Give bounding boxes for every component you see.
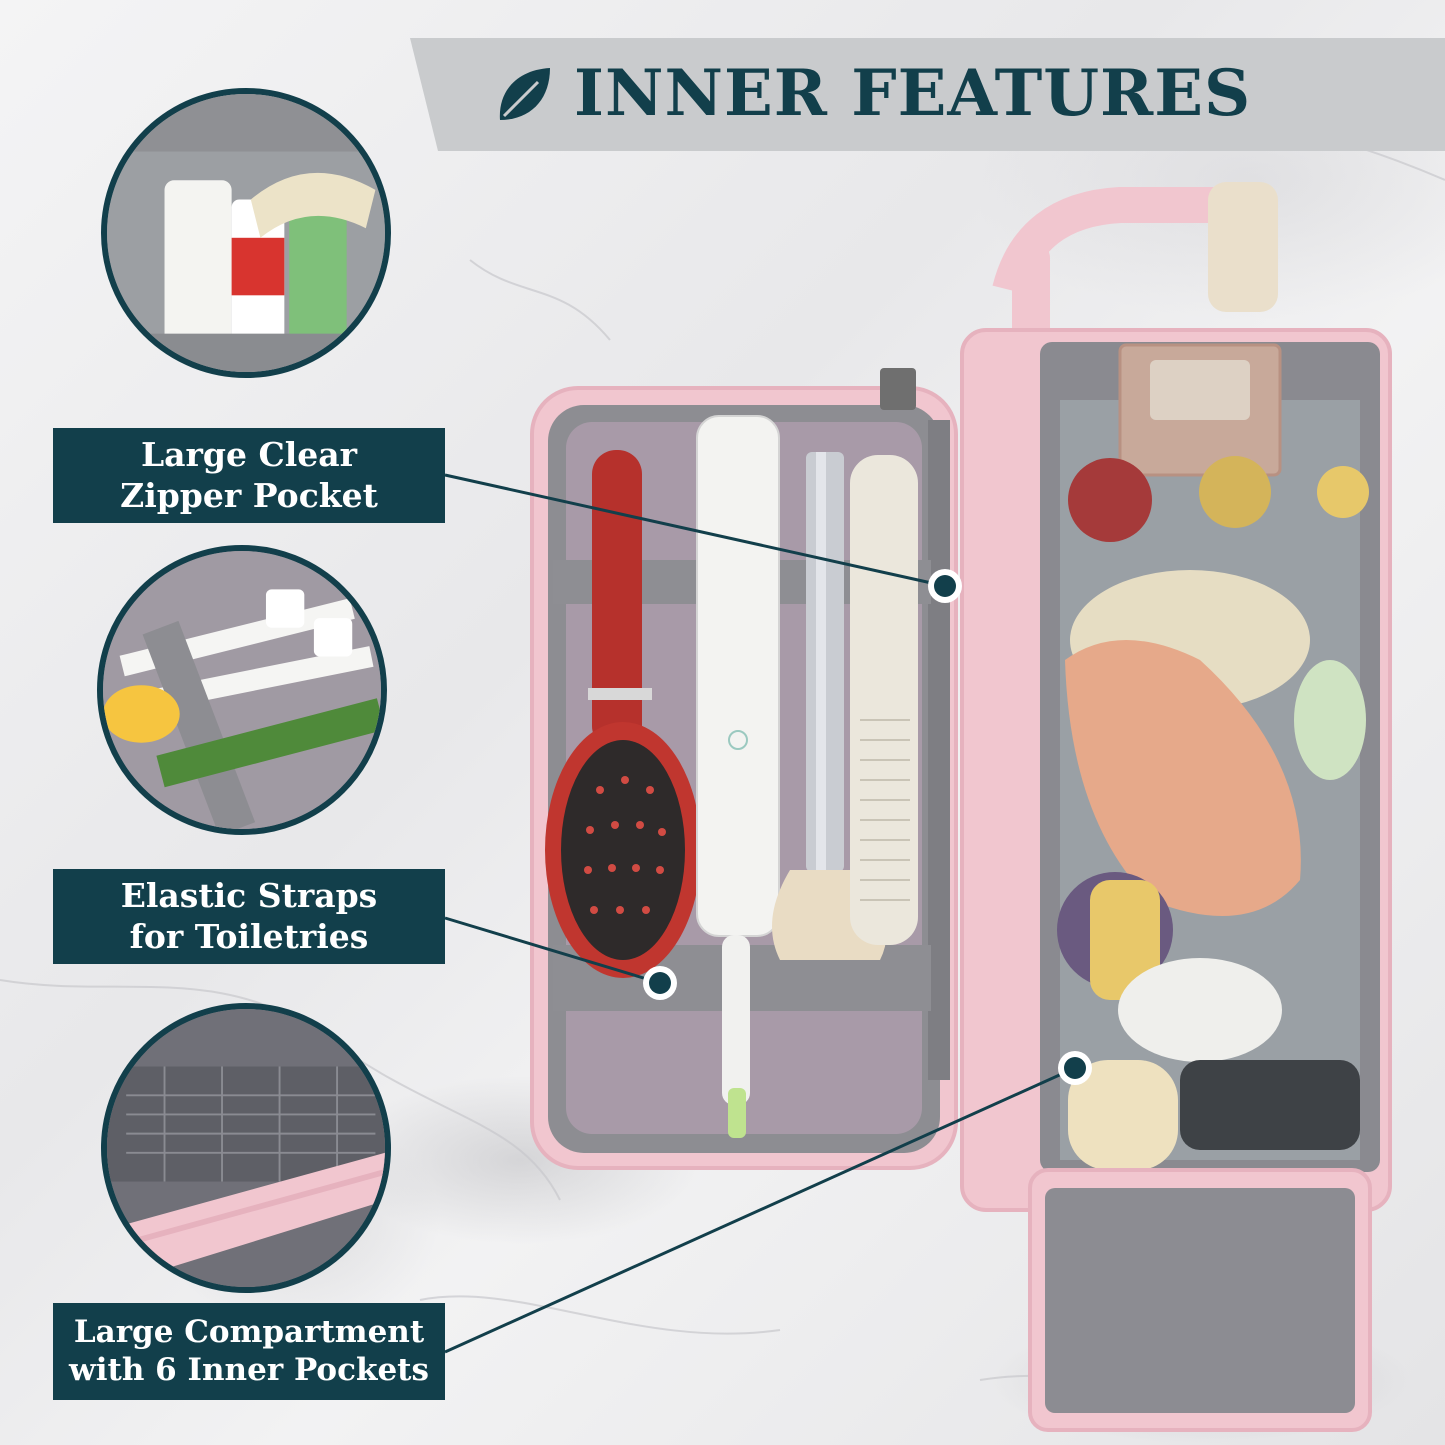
feature-label-line: with 6 Inner Pockets [69,1351,429,1388]
feature-label-line: Elastic Straps [120,876,378,916]
feature-label-line: Large Compartment [73,1313,425,1350]
feature-label-large-compartment: Large Compartment with 6 Inner Pockets [53,1303,445,1400]
page-title: INNER FEATURES [574,56,1252,131]
inset-clear-pocket [101,88,391,378]
leaf-icon [499,68,550,120]
bag-lid-left [530,368,958,1170]
inset-elastic-straps [97,545,387,835]
bag-main-compartment [960,182,1392,1432]
inset-large-compartment [101,1003,391,1293]
feature-label-elastic-straps: Elastic Straps for Toiletries [53,869,445,964]
feature-label-line: Zipper Pocket [120,475,378,515]
feature-label-line: for Toiletries [129,916,369,956]
title-banner [410,38,1445,151]
feature-label-line: Large Clear [140,435,358,475]
feature-label-clear-pocket: Large Clear Zipper Pocket [53,428,445,523]
